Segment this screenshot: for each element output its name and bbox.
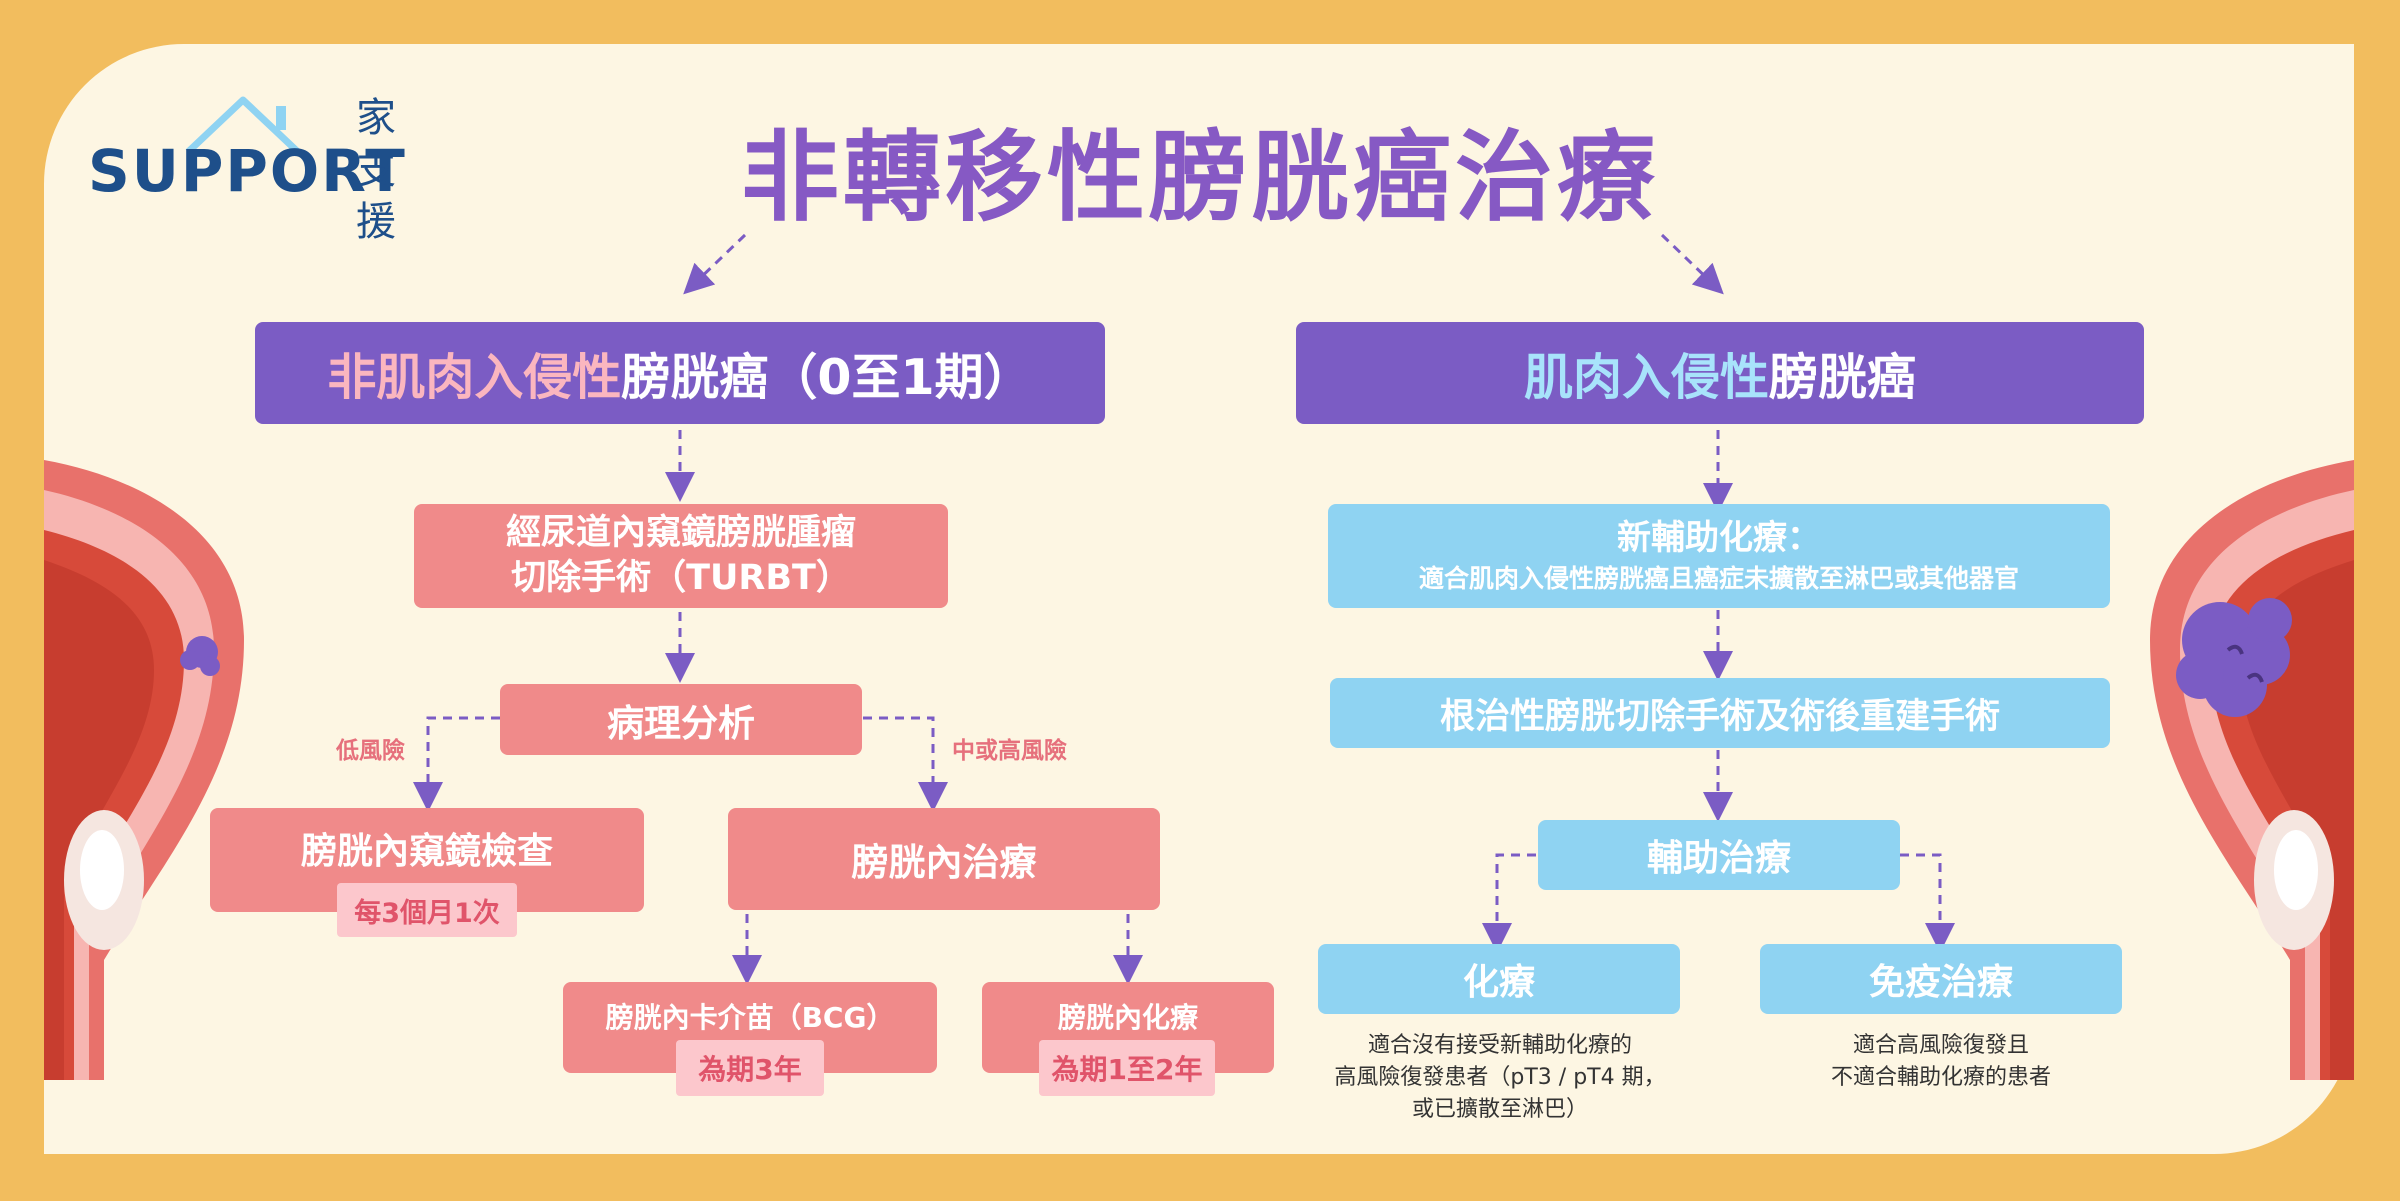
- left-header-rest: 膀胱癌（0至1期）: [621, 348, 1033, 406]
- cystoscopy-label: 膀胱內窺鏡檢查: [300, 831, 553, 872]
- bcg-tag: 為期3年: [676, 1040, 824, 1096]
- cystoscopy-tag: 每3個月1次: [337, 883, 517, 937]
- bladder-illustration-left: [44, 460, 244, 1080]
- chemo-note-line2: 高風險復發患者（pT3 / pT4 期，: [1334, 1064, 1666, 1090]
- page-title: 非轉移性膀胱癌治療: [740, 121, 1659, 235]
- adjuvant-box: 輔助治療: [1538, 820, 1900, 890]
- neoadjuvant-subtitle: 適合肌肉入侵性膀胱癌且癌症未擴散至淋巴或其他器官: [1418, 564, 2019, 594]
- logo-char-1: 家: [356, 95, 396, 141]
- chemo-note: 適合沒有接受新輔助化療的 高風險復發患者（pT3 / pT4 期， 或已擴散至淋…: [1300, 1030, 1700, 1126]
- logo-word: SUPPORT: [88, 137, 407, 205]
- immunotherapy-note-line1: 適合高風險復發且: [1852, 1033, 2029, 1058]
- turbt-line1: 經尿道內窺鏡膀胱腫瘤: [505, 512, 856, 553]
- left-header-highlight: 非肌肉入侵性: [327, 348, 622, 406]
- support-logo: SUPPORT 家 支 援: [88, 85, 408, 245]
- neoadjuvant-title: 新輔助化療：: [1617, 518, 1821, 559]
- left-header: 非肌肉入侵性膀胱癌（0至1期）: [255, 322, 1105, 424]
- chemo-box-right: 化療: [1318, 944, 1680, 1014]
- logo-char-3: 援: [356, 199, 396, 245]
- logo-char-2: 支: [356, 147, 396, 193]
- right-header: 肌肉入侵性膀胱癌: [1296, 322, 2144, 424]
- house-roof-icon: [185, 96, 301, 155]
- radical-cystectomy-box: 根治性膀胱切除手術及術後重建手術: [1330, 678, 2110, 748]
- chemo-note-line1: 適合沒有接受新輔助化療的: [1367, 1033, 1632, 1058]
- right-header-highlight: 肌肉入侵性: [1523, 348, 1769, 406]
- turbt-line2: 切除手術（TURBT）: [511, 558, 851, 598]
- chemo-label-left: 膀胱內化療: [1057, 1001, 1198, 1034]
- immunotherapy-note-line2: 不適合輔助化療的患者: [1830, 1064, 2051, 1090]
- cystoscopy-box: 膀胱內窺鏡檢查: [210, 808, 644, 912]
- right-header-rest: 膀胱癌: [1769, 348, 1917, 406]
- immunotherapy-box: 免疫治療: [1760, 944, 2122, 1014]
- turbt-box: 經尿道內窺鏡膀胱腫瘤 切除手術（TURBT）: [414, 504, 948, 608]
- immunotherapy-note: 適合高風險復發且 不適合輔助化療的患者: [1760, 1030, 2122, 1094]
- intravesical-box: 膀胱內治療: [728, 808, 1160, 910]
- mid-high-risk-label: 中或高風險: [952, 738, 1067, 764]
- chemo-tag-left: 為期1至2年: [1039, 1040, 1215, 1096]
- pathology-box: 病理分析: [500, 684, 862, 755]
- neoadjuvant-box: 新輔助化療： 適合肌肉入侵性膀胱癌且癌症未擴散至淋巴或其他器官: [1328, 504, 2110, 608]
- low-risk-label: 低風險: [336, 738, 405, 764]
- bcg-label: 膀胱內卡介苗（BCG）: [605, 1001, 895, 1034]
- bladder-illustration-right: [2150, 460, 2354, 1080]
- chemo-note-line3: 或已擴散至淋巴）: [1411, 1096, 1588, 1122]
